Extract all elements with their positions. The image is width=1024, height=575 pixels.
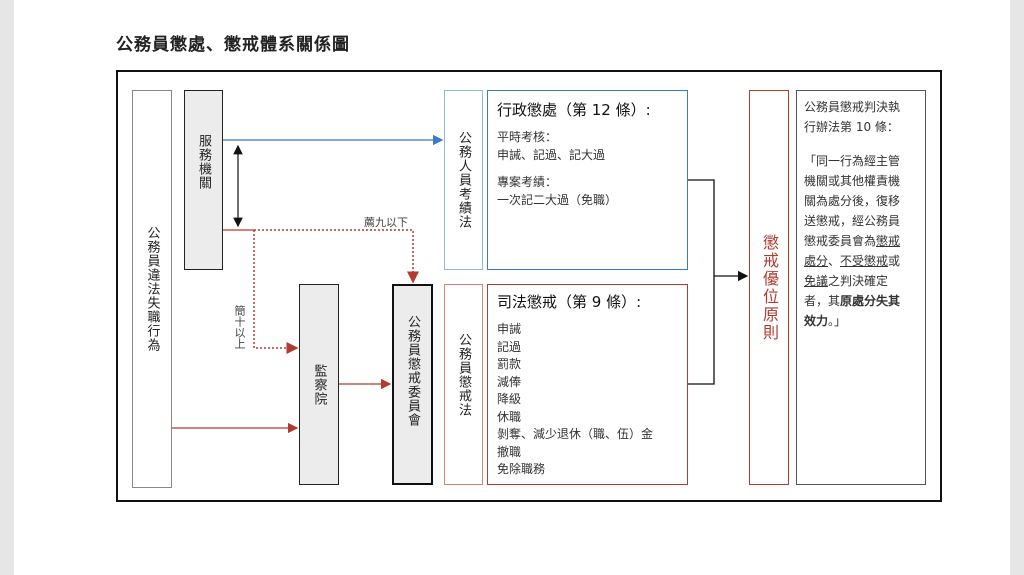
judicial-item: 剝奪、減少退休（職、伍）金 — [497, 427, 654, 441]
arrow-ten-above — [253, 230, 299, 354]
judicial-item: 撤職 — [497, 444, 522, 459]
judicial-item: 免除職務 — [497, 462, 546, 476]
judicial-law-box: 公務員懲戒法 — [444, 284, 483, 485]
judicial-item: 減俸 — [497, 374, 522, 389]
note-line: 「同一行為經主管 — [804, 154, 901, 168]
principle-box: 懲戒優位原則 — [749, 90, 789, 485]
page-title: 公務員懲處、懲戒體系關係圖 — [116, 35, 350, 55]
bracket-admin — [688, 179, 715, 276]
judicial-list: 申誡 記過 罰款 減俸 降級 休職 剝奪、減少退休（職、伍）金 撤職 免除職務 — [497, 321, 653, 479]
judicial-item: 降級 — [497, 392, 522, 406]
judicial-heading: 司法懲戒（第 9 條）: — [497, 293, 642, 311]
note-line: 懲戒委員會為懲戒 — [804, 234, 901, 248]
service-agency-label: 服務機關 — [196, 134, 211, 191]
note-line: 關為處分後，復移 — [804, 194, 901, 208]
admin-law-label: 公務人員考績法 — [456, 131, 471, 229]
violation-box: 公務員違法失職行為 — [132, 90, 172, 488]
control-yuan-box: 監察院 — [299, 284, 339, 485]
bracket-judicial — [688, 276, 715, 385]
note-line: 效力。」 — [804, 314, 847, 328]
control-yuan-label: 監察院 — [311, 363, 327, 406]
judicial-item: 休職 — [497, 409, 522, 424]
admin-list: 平時考核： 申誡、記過、記大過 專案考績： 一次記二大過（免職） — [497, 129, 617, 209]
judicial-discipline-box: 司法懲戒（第 9 條）: 申誡 記過 罰款 減俸 降級 休職 剝奪、減少退休（職… — [487, 284, 688, 485]
label-ten-above: 簡十以上 — [233, 305, 246, 349]
admin-item: 一次記二大過（免職） — [497, 192, 618, 207]
admin-heading: 行政懲處（第 12 條）: — [497, 101, 651, 119]
admin-item: 專案考績： — [497, 175, 558, 189]
violation-label: 公務員違法失職行為 — [144, 226, 160, 352]
judicial-item: 申誡 — [497, 322, 522, 336]
document-page: 公務員懲處、懲戒體系關係圖 公務員違法失職行為 服務機關 監察院 公務員懲戒委員… — [14, 0, 1010, 575]
judicial-item: 記過 — [497, 339, 522, 354]
connector-lines — [172, 134, 749, 434]
note-line: 公務員懲戒判決執 — [804, 100, 901, 114]
note-text: 公務員懲戒判決執 行辦法第 10 條： 「同一行為經主管 機關或其他權責機 關為… — [804, 97, 900, 331]
judicial-item: 罰款 — [497, 357, 522, 371]
label-nine-below: 薦九以下 — [364, 216, 408, 229]
note-line: 免議之判決確定 — [804, 274, 889, 288]
committee-box: 公務員懲戒委員會 — [392, 284, 433, 485]
admin-item: 申誡、記過、記大過 — [497, 147, 606, 162]
judicial-law-label: 公務員懲戒法 — [456, 332, 471, 417]
committee-label: 公務員懲戒委員會 — [405, 314, 420, 427]
note-line: 送懲戒，經公務員 — [804, 214, 901, 228]
admin-item: 平時考核： — [497, 130, 558, 144]
admin-discipline-box: 行政懲處（第 12 條）: 平時考核： 申誡、記過、記大過 專案考績： 一次記二… — [487, 90, 688, 270]
note-line: 處分、不受懲戒或 — [804, 254, 901, 268]
arrow-nine-below — [254, 229, 419, 284]
note-line: 機關或其他權責機 — [804, 174, 901, 188]
note-box: 公務員懲戒判決執 行辦法第 10 條： 「同一行為經主管 機關或其他權責機 關為… — [796, 90, 926, 485]
diagram-frame — [116, 70, 942, 502]
principle-label: 懲戒優位原則 — [760, 233, 779, 342]
admin-law-box: 公務人員考績法 — [444, 90, 483, 270]
service-agency-box: 服務機關 — [184, 90, 223, 270]
note-line: 行辦法第 10 條： — [804, 120, 899, 134]
note-line: 者，其原處分失其 — [804, 294, 901, 308]
